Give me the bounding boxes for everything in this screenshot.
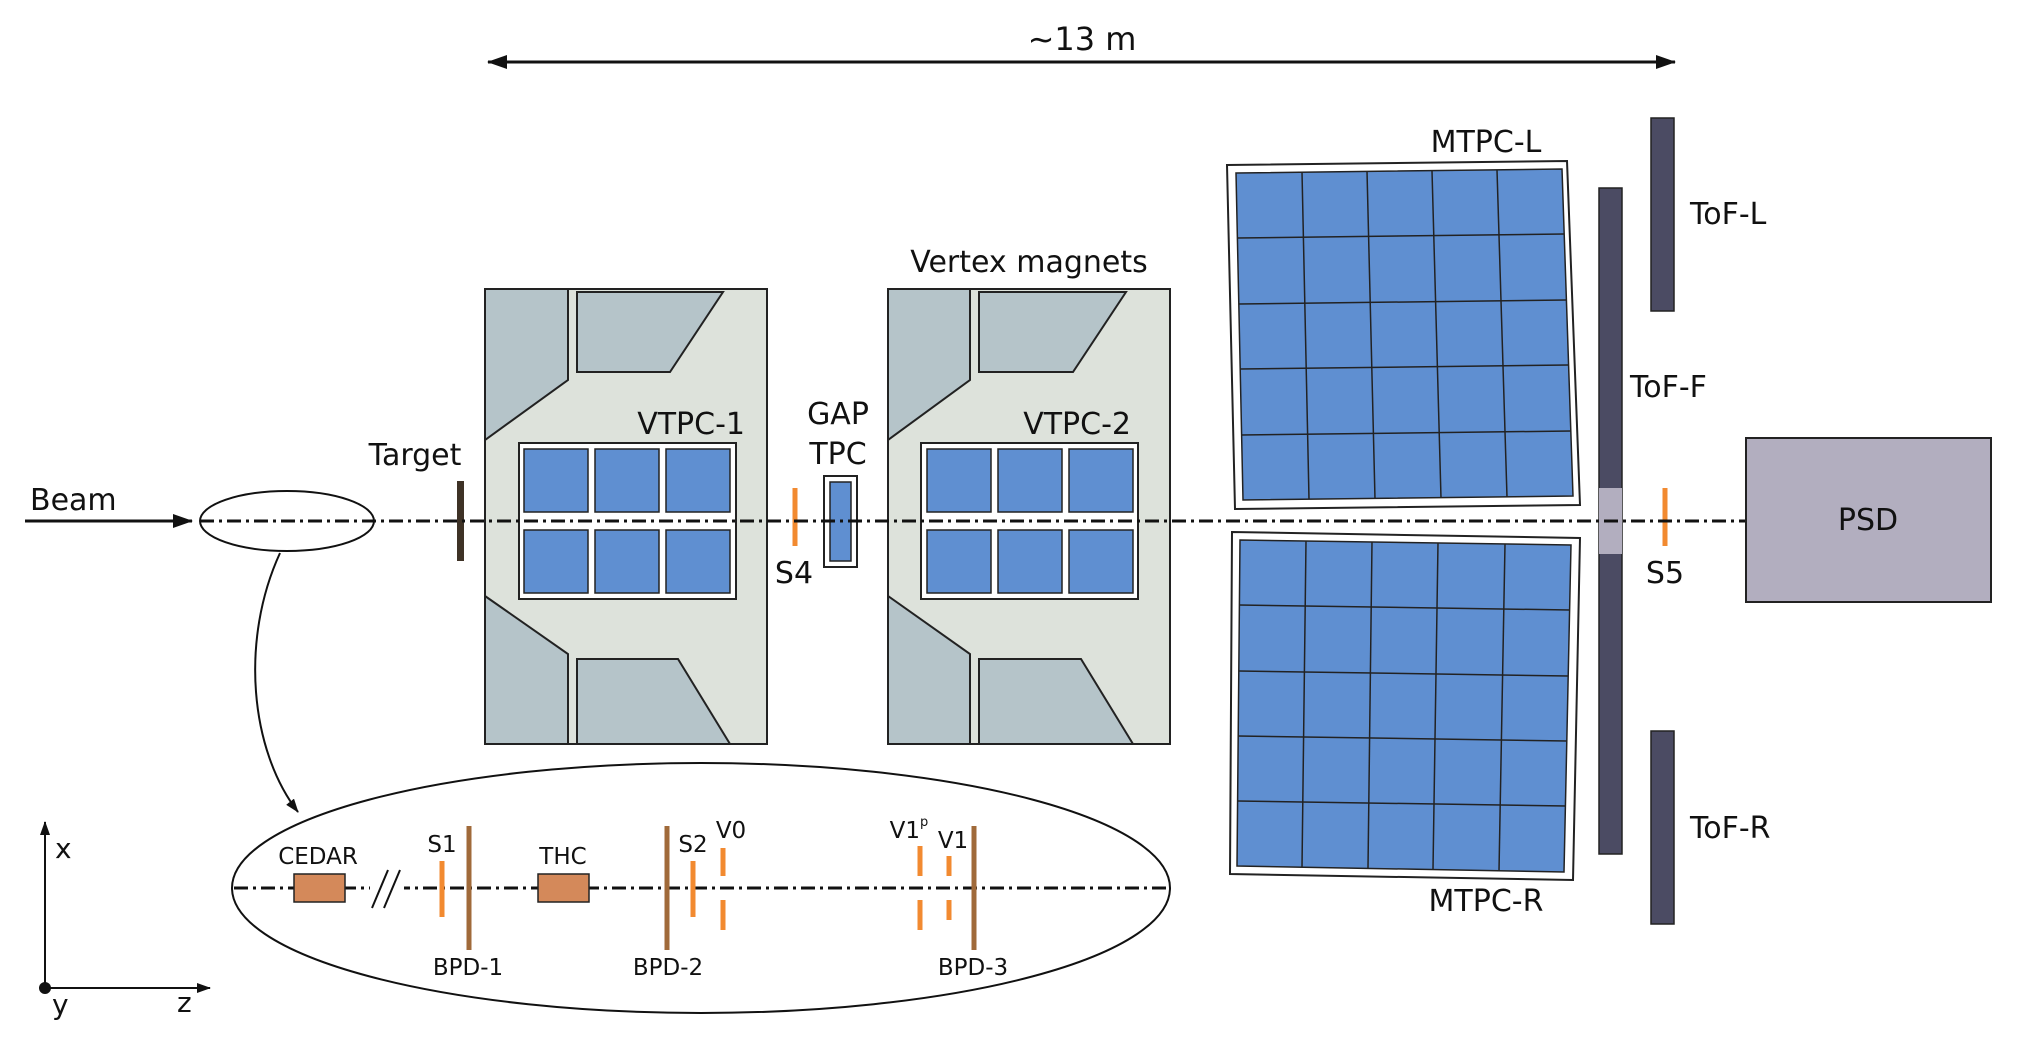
thc: THC [537, 844, 590, 903]
x-axis-label: x [55, 832, 72, 865]
bpd-3: BPD-3 [938, 826, 1008, 981]
magnet-yoke [484, 288, 569, 442]
tpc-cell [523, 448, 589, 513]
dimension-arrow: ~13 m [487, 20, 1676, 69]
s1-counter: S1 [427, 832, 457, 917]
s5-counter: S5 [1646, 488, 1684, 591]
v1-label: V1 [938, 828, 968, 854]
thc-box [537, 873, 590, 903]
gap-tpc: GAP TPC [807, 397, 869, 568]
tof-r: ToF-R [1650, 730, 1771, 925]
mtpc-l-chamber [1235, 168, 1574, 501]
v1-counter: V1 [938, 828, 968, 920]
s2-counter: S2 [678, 832, 708, 917]
mtpc-l-grid [1236, 169, 1572, 500]
bpd-3-label: BPD-3 [938, 955, 1008, 981]
magnet-yoke [978, 658, 1135, 745]
cedar-label: CEDAR [278, 844, 358, 870]
vertex-magnets-label: Vertex magnets [910, 245, 1147, 280]
tpc-cell [594, 529, 660, 594]
z-axis-label: z [177, 986, 192, 1019]
tof-r-label: ToF-R [1689, 811, 1771, 846]
gap-tpc-label-line2: TPC [808, 437, 866, 472]
s5-label: S5 [1646, 556, 1684, 591]
vtpc-1: VTPC-1 [518, 407, 745, 600]
mtpc-r: MTPC-R [1228, 530, 1582, 919]
tpc-cell [997, 448, 1063, 513]
mtpc-r-label: MTPC-R [1429, 884, 1544, 919]
beam-line: Beam [25, 483, 1745, 813]
vtpc-1-label: VTPC-1 [637, 407, 745, 442]
s2-label: S2 [678, 832, 707, 858]
beam-label: Beam [30, 483, 117, 518]
psd: PSD [1745, 437, 1992, 603]
mtpc-r-grid [1237, 540, 1571, 872]
y-axis-dot [39, 982, 51, 994]
mtpc-l: MTPC-L [1225, 125, 1582, 511]
zoom-arrow [254, 552, 299, 813]
v1p-label-base: V1 [890, 818, 920, 844]
tpc-cell [1068, 448, 1134, 513]
bpd-1: BPD-1 [433, 826, 503, 981]
bpd-1-label: BPD-1 [433, 955, 503, 981]
tof-l-label: ToF-L [1689, 197, 1767, 232]
target-label: Target [368, 438, 462, 473]
v1p-label: V1p [890, 815, 929, 844]
axis-break [370, 869, 404, 909]
thc-label: THC [538, 844, 586, 870]
gap-tpc-label-line1: GAP [807, 397, 869, 432]
s1-label: S1 [427, 832, 456, 858]
axis-break-mark [371, 869, 389, 909]
psd-label: PSD [1838, 503, 1898, 538]
tpc-cell [997, 529, 1063, 594]
v1p-label-sup: p [920, 815, 928, 830]
s4-counter: S4 [775, 488, 813, 591]
tpc-cell [926, 529, 992, 594]
psd-box [1745, 437, 1992, 603]
magnet-yoke [576, 291, 725, 373]
tpc-cell [926, 448, 992, 513]
v0-label: V0 [716, 818, 746, 844]
cedar: CEDAR [278, 844, 358, 903]
tpc-cell [523, 529, 589, 594]
cedar-box [293, 873, 346, 903]
mtpc-l-label: MTPC-L [1431, 125, 1542, 160]
s4-label: S4 [775, 556, 813, 591]
target: Target [368, 438, 464, 561]
tof-f-label: ToF-F [1629, 370, 1707, 405]
target-plate [457, 481, 464, 561]
tpc-cell [1068, 529, 1134, 594]
tpc-cell [665, 448, 731, 513]
vtpc-2-label: VTPC-2 [1023, 407, 1131, 442]
magnet-yoke [887, 288, 971, 442]
v1p-counter: V1p [890, 815, 929, 930]
v0-counter: V0 [716, 818, 746, 930]
tof-l: ToF-L [1650, 117, 1767, 312]
magnet-yoke [887, 594, 971, 745]
bpd-2: BPD-2 [633, 826, 703, 981]
bpd-2-label: BPD-2 [633, 955, 703, 981]
coordinate-axes: x y z [39, 821, 211, 1021]
mtpc-r-chamber [1236, 539, 1572, 873]
axis-break-mark [383, 869, 401, 909]
tof-r-wall [1650, 730, 1675, 925]
tof-l-wall [1650, 117, 1675, 312]
beamline-zoom-ellipse [199, 490, 375, 552]
magnet-yoke [484, 594, 569, 745]
tpc-cell [594, 448, 660, 513]
y-axis-label: y [52, 988, 69, 1021]
magnet-yoke [978, 291, 1128, 373]
magnet-yoke [576, 658, 732, 745]
beamline-inset: CEDAR S1 BPD-1 THC BPD-2 S2 [231, 762, 1171, 1014]
tpc-cell [665, 529, 731, 594]
dimension-label: ~13 m [1028, 20, 1137, 58]
